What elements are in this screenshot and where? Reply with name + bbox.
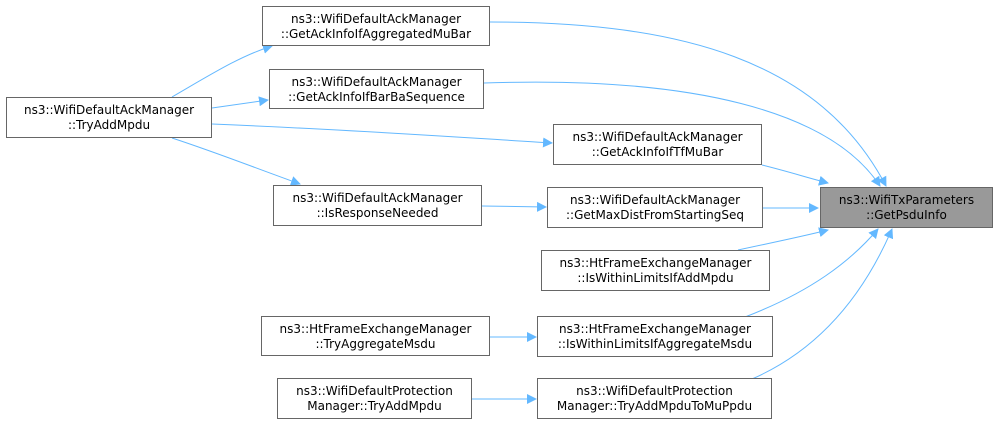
edge-within-limits-add-mpdu-to-target	[737, 227, 829, 251]
node-line-1: ns3::WifiDefaultAckManager	[23, 103, 195, 117]
edge-try-add-mpdu-ack-to-bar-ba-sequence	[211, 96, 269, 109]
edge-try-add-mpdu-ack-to-is-response-needed	[171, 137, 301, 186]
node-line-2: ::GetAckInfoIfTfMuBar	[591, 145, 724, 159]
node-line-2: ::GetPsduInfo	[866, 208, 947, 222]
node-line-1: ns3::HtFrameExchangeManager	[279, 322, 472, 336]
node-try-add-mpdu-to-mu-ppdu[interactable]: ns3::WifiDefaultProtection Manager::TryA…	[537, 378, 772, 419]
node-line-2: ::GetAckInfoIfAggregatedMuBar	[280, 27, 472, 41]
node-line-2: ::GetAckInfoIfBarBaSequence	[288, 90, 465, 104]
node-line-2: ::IsWithinLimitsIfAggregateMsdu	[557, 337, 753, 351]
node-line-2: Manager::TryAddMpduToMuPpdu	[556, 399, 753, 413]
edge-bar-ba-sequence-to-target	[483, 81, 881, 187]
node-try-aggregate-msdu[interactable]: ns3::HtFrameExchangeManager ::TryAggrega…	[261, 316, 490, 356]
node-line-2: Manager::TryAddMpdu	[307, 399, 442, 413]
node-line-1: ns3::WifiDefaultProtection	[576, 384, 733, 398]
node-is-response-needed[interactable]: ns3::WifiDefaultAckManager ::IsResponseN…	[273, 185, 482, 226]
node-line-2: ::TryAggregateMsdu	[315, 337, 436, 351]
edge-tf-mubar-to-target	[761, 164, 829, 186]
node-try-add-mpdu-ack-manager[interactable]: ns3::WifiDefaultAckManager ::TryAddMpdu	[6, 97, 212, 138]
node-line-1: ns3::HtFrameExchangeManager	[559, 256, 752, 270]
node-line-2: ::TryAddMpdu	[67, 118, 151, 132]
node-get-ack-info-if-bar-ba-sequence[interactable]: ns3::WifiDefaultAckManager ::GetAckInfoI…	[269, 69, 484, 109]
edge-within-limits-aggregate-msdu-to-target	[744, 228, 879, 318]
node-get-max-dist-from-starting-seq[interactable]: ns3::WifiDefaultAckManager ::GetMaxDistF…	[547, 187, 763, 228]
node-line-2: ::GetMaxDistFromStartingSeq	[565, 208, 745, 222]
node-line-1: ns3::WifiDefaultAckManager	[569, 193, 741, 207]
node-line-1: ns3::WifiDefaultAckManager	[290, 12, 462, 26]
node-line-1: ns3::WifiDefaultProtection	[296, 384, 453, 398]
node-line-1: ns3::WifiDefaultAckManager	[292, 191, 463, 205]
node-line-1: ns3::WifiDefaultAckManager	[572, 130, 743, 144]
node-get-ack-info-if-aggregated-mubar[interactable]: ns3::WifiDefaultAckManager ::GetAckInfoI…	[262, 6, 490, 46]
node-line-1: ns3::WifiTxParameters	[838, 193, 975, 207]
node-line-1: ns3::WifiDefaultAckManager	[291, 75, 462, 89]
node-get-ack-info-if-tf-mubar[interactable]: ns3::WifiDefaultAckManager ::GetAckInfoI…	[553, 124, 762, 165]
node-line-1: ns3::HtFrameExchangeManager	[559, 322, 751, 336]
node-wifi-tx-parameters-get-psdu-info: ns3::WifiTxParameters ::GetPsduInfo	[820, 187, 993, 228]
node-line-2: ::IsResponseNeeded	[316, 206, 439, 220]
node-is-within-limits-if-aggregate-msdu[interactable]: ns3::HtFrameExchangeManager ::IsWithinLi…	[537, 316, 773, 357]
edge-aggregated-mubar-to-target	[489, 21, 887, 187]
node-is-within-limits-if-add-mpdu[interactable]: ns3::HtFrameExchangeManager ::IsWithinLi…	[541, 250, 770, 291]
node-try-add-mpdu-protection-manager[interactable]: ns3::WifiDefaultProtection Manager::TryA…	[277, 378, 472, 419]
edge-try-add-mpdu-ack-to-aggregated-mubar	[171, 43, 273, 98]
edge-try-add-mpdu-ack-to-tf-mubar	[211, 123, 553, 148]
node-line-2: ::IsWithinLimitsIfAddMpdu	[577, 271, 734, 285]
edge-try-add-mpdu-to-mu-ppdu-to-target	[751, 228, 894, 380]
edge-is-response-needed-to-max-dist	[481, 201, 547, 212]
